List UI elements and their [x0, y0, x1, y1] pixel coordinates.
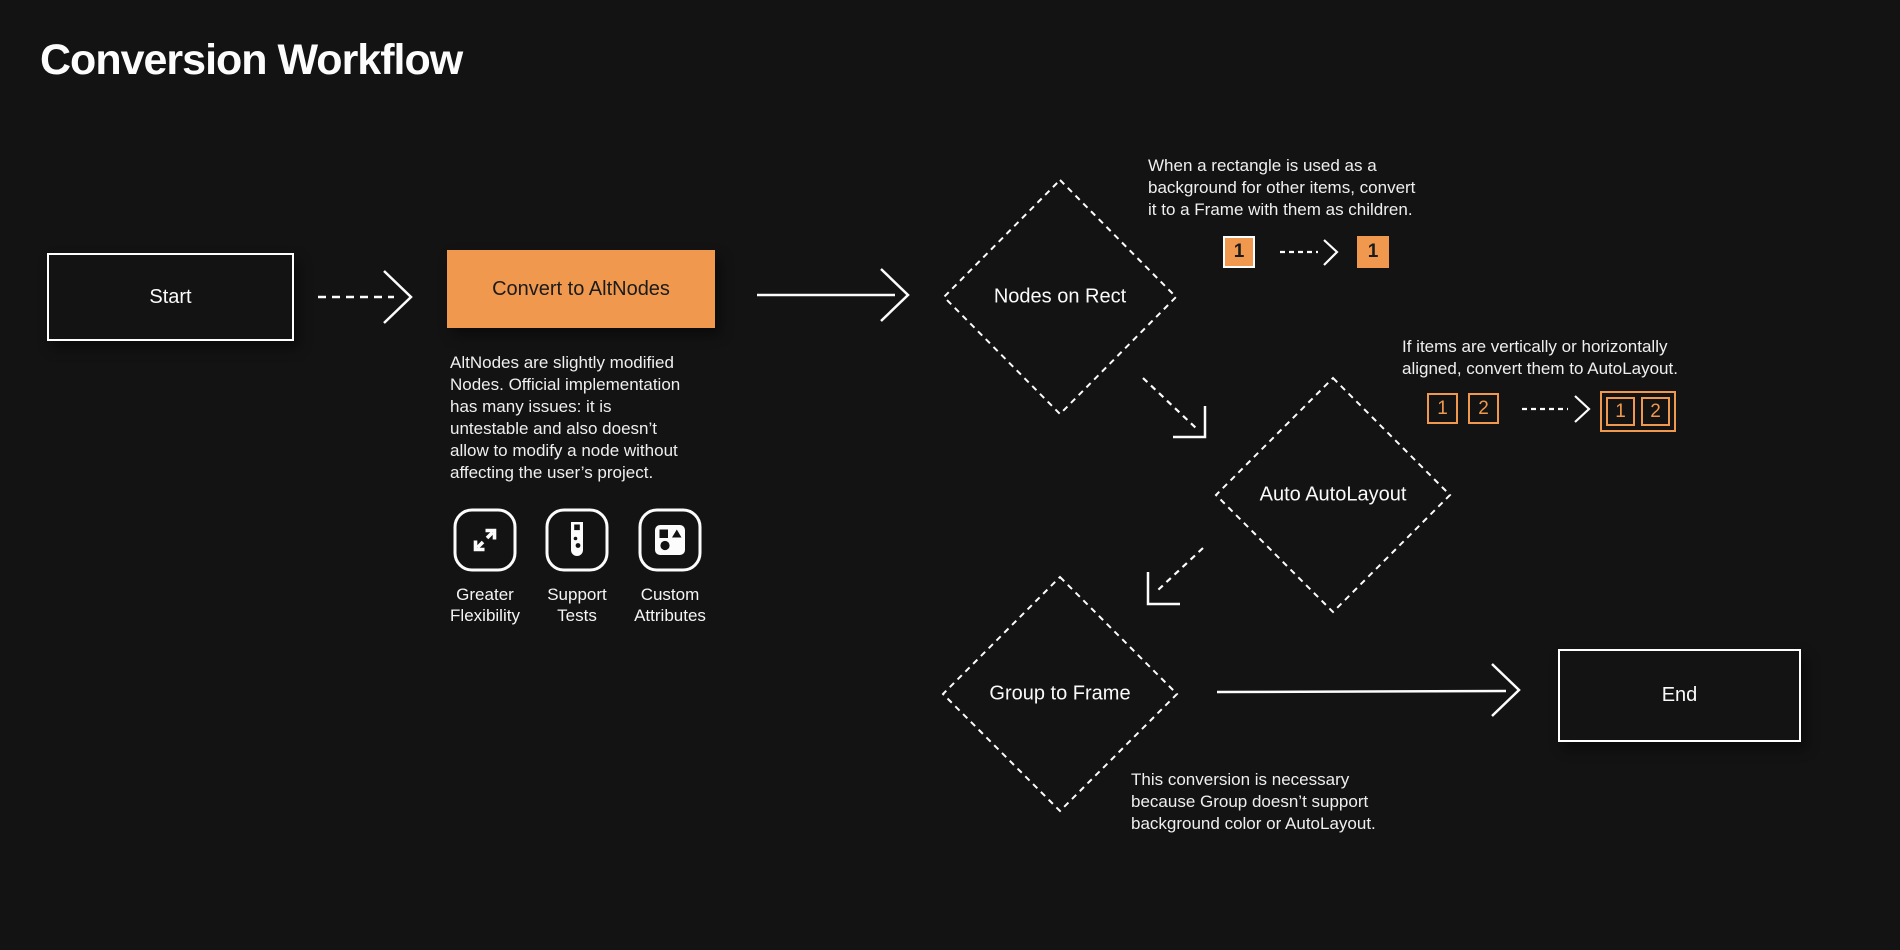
- annotation-line: it to a Frame with them as children.: [1148, 200, 1413, 219]
- feature-custom-attributes: Custom Attributes: [618, 508, 722, 626]
- autolayout-group-badge: 1 2: [1600, 391, 1676, 432]
- feature-label-line: Attributes: [634, 606, 706, 625]
- autolayout-group-badge-2: 2: [1641, 397, 1670, 426]
- feature-label: Custom Attributes: [634, 584, 706, 626]
- diamond-auto-autolayout: [1214, 376, 1452, 614]
- arrow-start-to-convert: [318, 270, 413, 324]
- end-node-label: End: [1661, 684, 1698, 706]
- arrow-nodesonrect-to-autolayout: [1142, 377, 1207, 439]
- feature-label: Greater Flexibility: [450, 584, 520, 626]
- rect-to-frame-annotation: When a rectangle is used as a background…: [1148, 155, 1415, 221]
- annotation-line: background color or AutoLayout.: [1131, 814, 1376, 833]
- feature-label-line: Support: [547, 585, 607, 604]
- note-line: has many issues: it is: [450, 397, 612, 416]
- annotation-line: aligned, convert them to AutoLayout.: [1402, 359, 1678, 378]
- feature-support-tests: Support Tests: [525, 508, 629, 626]
- feature-label-line: Custom: [640, 585, 700, 604]
- diamond-group-to-frame: [941, 575, 1179, 813]
- annotation-line: If items are vertically or horizontally: [1402, 337, 1668, 356]
- group-to-frame-label: Group to Frame: [989, 682, 1131, 705]
- annotation-line: This conversion is necessary: [1131, 770, 1350, 789]
- annotation-line: because Group doesn’t support: [1131, 792, 1369, 811]
- frame-badge-after: 1: [1357, 236, 1389, 268]
- auto-autolayout-label: Auto AutoLayout: [1259, 483, 1407, 506]
- autolayout-badge-1: 1: [1427, 393, 1458, 424]
- end-node: End: [1558, 649, 1801, 742]
- convert-node-label: Convert to AltNodes: [492, 277, 670, 300]
- feature-greater-flexibility: Greater Flexibility: [433, 508, 537, 626]
- shapes-icon: [638, 508, 702, 572]
- feature-label-line: Greater: [456, 585, 514, 604]
- feature-label-line: Tests: [557, 606, 597, 625]
- rect-badge-before: 1: [1223, 236, 1255, 268]
- start-node-label: Start: [149, 285, 192, 308]
- start-node: Start: [47, 253, 294, 341]
- page-title: Conversion Workflow: [40, 36, 463, 84]
- altnodes-note: AltNodes are slightly modified Nodes. Of…: [450, 352, 680, 484]
- note-line: allow to modify a node without: [450, 441, 678, 460]
- test-tube-icon: [545, 508, 609, 572]
- arrow-convert-to-nodesonrect: [757, 268, 910, 322]
- note-line: untestable and also doesn’t: [450, 419, 657, 438]
- annotation-line: When a rectangle is used as a: [1148, 156, 1377, 175]
- note-line: affecting the user’s project.: [450, 463, 654, 482]
- arrow-autolayout-annotation: [1522, 395, 1591, 423]
- feature-label: Support Tests: [547, 584, 607, 626]
- note-line: AltNodes are slightly modified: [450, 353, 674, 372]
- autolayout-badge-2: 2: [1468, 393, 1499, 424]
- autolayout-annotation: If items are vertically or horizontally …: [1402, 336, 1678, 380]
- arrow-grouptoframe-to-end: [1216, 663, 1521, 717]
- feature-label-line: Flexibility: [450, 606, 520, 625]
- nodes-on-rect-label: Nodes on Rect: [993, 285, 1127, 308]
- arrow-rect-annotation: [1280, 239, 1339, 266]
- annotation-line: background for other items, convert: [1148, 178, 1416, 197]
- arrow-autolayout-to-grouptoframe: [1146, 547, 1204, 606]
- expand-icon: [453, 508, 517, 572]
- note-line: Nodes. Official implementation: [450, 375, 681, 394]
- convert-to-altnodes-node: Convert to AltNodes: [447, 250, 715, 328]
- autolayout-group-badge-1: 1: [1606, 397, 1635, 426]
- group-frame-annotation: This conversion is necessary because Gro…: [1131, 769, 1376, 835]
